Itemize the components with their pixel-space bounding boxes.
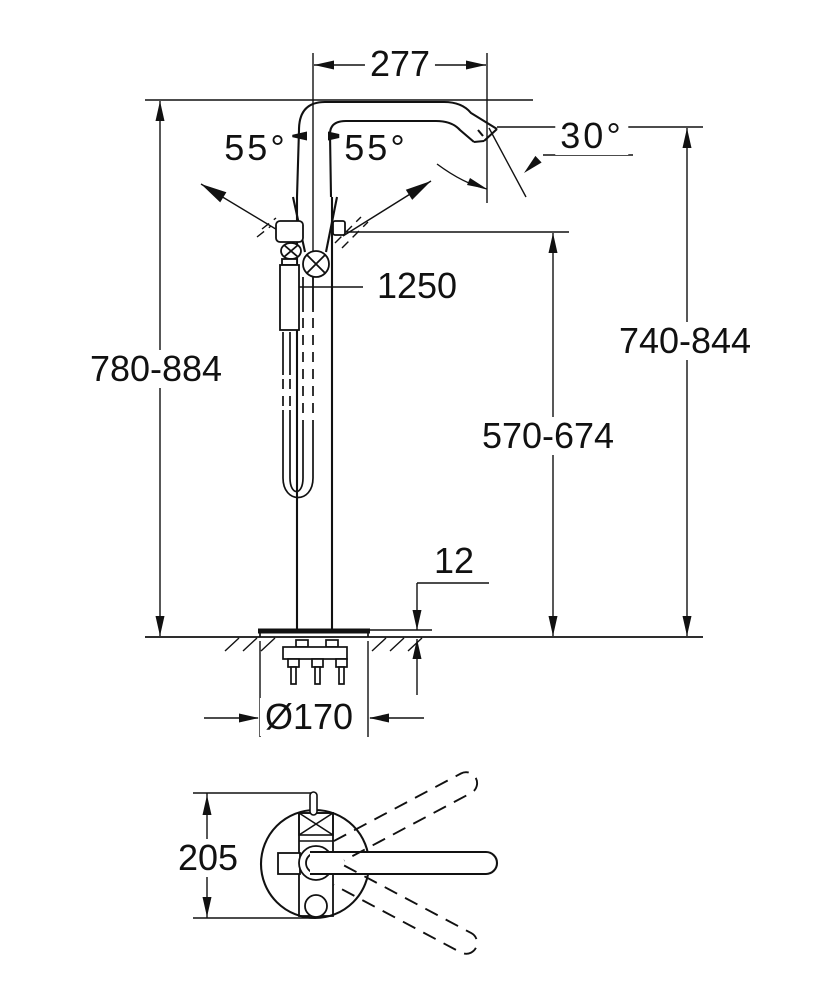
- side-knob: [332, 220, 346, 236]
- dim-height-outlet: 740-844: [613, 322, 757, 360]
- dim-base-thickness: 12: [428, 542, 480, 580]
- floor-hatching: [224, 637, 423, 652]
- dim-swivel-right: 55°: [339, 129, 413, 167]
- hose-loop-inner: [289, 477, 304, 493]
- dim-hose-length: 1250: [371, 267, 463, 305]
- spout-swivel-phantom: [333, 771, 478, 955]
- dim-plan-depth: 205: [172, 839, 244, 877]
- dim-height-connection: 570-674: [476, 417, 620, 455]
- front-view: [224, 100, 498, 685]
- spout-plan: [310, 850, 498, 876]
- dim-swivel-left: 55°: [219, 129, 293, 167]
- holder-plan: [277, 852, 301, 875]
- hose-loop-outer: [282, 477, 314, 499]
- dim-spout-reach: 277: [364, 45, 436, 83]
- dimension-lines: [145, 53, 703, 919]
- pin-plan: [309, 791, 318, 816]
- hose-outlet-plan: [304, 894, 328, 918]
- angle-line-30deg: [488, 127, 527, 198]
- spout: [295, 100, 498, 198]
- dim-height-total: 780-884: [84, 350, 228, 388]
- hand-shower: [275, 220, 304, 331]
- dim-base-diameter: Ø170: [259, 698, 359, 736]
- phantom-lines: [256, 216, 369, 249]
- hose-connection: [302, 250, 330, 278]
- shower-hose: [282, 277, 314, 499]
- dimension-arrows: [155, 60, 692, 917]
- top-view: [259, 771, 498, 955]
- cartridge-plan: [298, 812, 334, 842]
- base-assembly: [258, 628, 370, 685]
- dim-spout-angle: 30°: [555, 117, 629, 155]
